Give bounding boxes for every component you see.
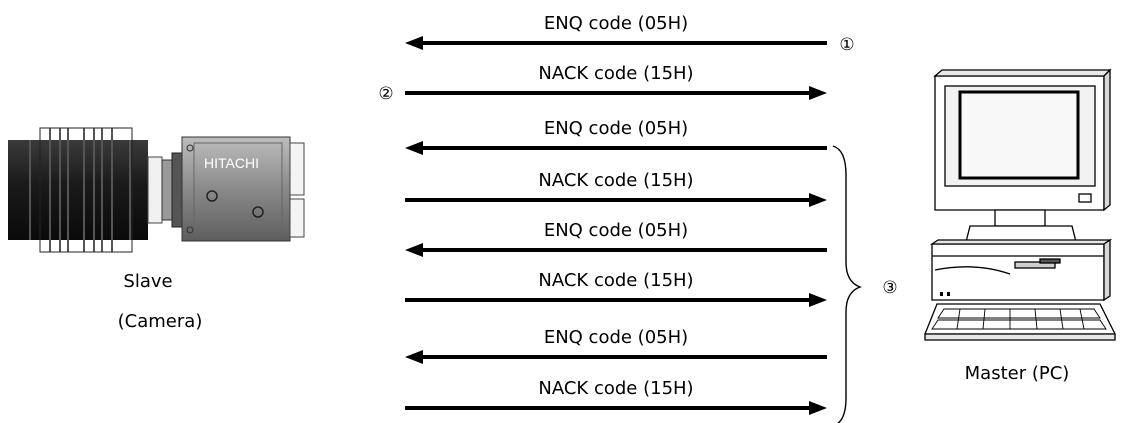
arrowhead-icon [405,141,423,155]
message-label: ENQ code (05H) [544,220,688,241]
message-label: ENQ code (05H) [544,13,688,34]
message-label: NACK code (15H) [538,63,693,84]
message-label: NACK code (15H) [538,270,693,291]
camera-icon: HITACHI [8,127,305,253]
arrowhead-icon [809,401,827,415]
message-row: ENQ code (05H) [405,220,827,257]
step-marker-2: ② [378,84,393,104]
master-label: Master (PC) [965,363,1070,384]
message-row: NACK code (15H) [405,378,827,415]
arrowhead-icon [809,193,827,207]
message-row: ENQ code (05H) [405,118,827,155]
camera-brand-text: HITACHI [204,155,259,171]
message-list: ENQ code (05H) NACK code (15H) ENQ code (0… [405,13,827,415]
arrowhead-icon [405,36,423,50]
message-label: ENQ code (05H) [544,118,688,139]
message-row: ENQ code (05H) [405,13,827,50]
slave-label: Slave [123,271,172,292]
arrowhead-icon [809,86,827,100]
message-row: ENQ code (05H) [405,327,827,364]
retry-brace [832,145,863,423]
step-marker-3: ③ [882,278,897,298]
message-row: NACK code (15H) [405,170,827,207]
message-row: NACK code (15H) [405,63,827,100]
arrowhead-icon [809,293,827,307]
arrowhead-icon [405,350,423,364]
message-label: NACK code (15H) [538,378,693,399]
arrowhead-icon [405,243,423,257]
message-row: NACK code (15H) [405,270,827,307]
slave-sublabel: (Camera) [118,311,203,332]
message-label: ENQ code (05H) [544,327,688,348]
computer-icon [924,68,1117,341]
step-marker-1: ① [839,35,854,55]
message-label: NACK code (15H) [538,170,693,191]
